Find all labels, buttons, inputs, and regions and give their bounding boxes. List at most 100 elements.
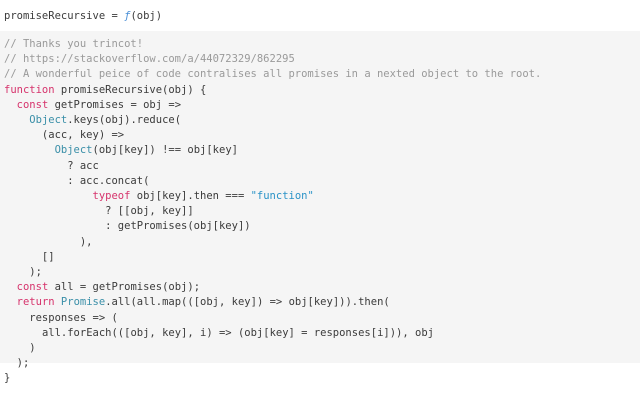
code-line: return Promise.all(all.map(([obj, key]) … [4, 295, 640, 310]
code-token-property: key [162, 190, 182, 203]
code-token-plain: (acc, key) => [4, 129, 125, 142]
code-token-function: responses [313, 326, 371, 339]
code-line: : acc.concat( [4, 174, 640, 189]
code-token-plain [4, 144, 55, 156]
code-token-plain: ); [4, 357, 30, 370]
code-token-function: all [136, 296, 156, 309]
code-token-variable: obj [98, 144, 118, 157]
code-line: const getPromises = obj => [4, 98, 640, 113]
code-line: (acc, key) => [4, 128, 640, 143]
code-token-keyword: function [4, 83, 55, 96]
code-token-plain: ( [92, 144, 99, 157]
code-token-plain [4, 281, 17, 293]
code-line: ? acc [4, 159, 640, 174]
code-line: ); [4, 265, 640, 280]
code-token-plain: } [4, 372, 11, 385]
code-token-plain: ]) !== [143, 144, 188, 157]
code-token-class: Object [54, 144, 93, 157]
code-line: ? [[obj, key]] [4, 204, 640, 219]
code-token-function: all [41, 326, 61, 339]
code-token-function: getPromises [117, 220, 188, 233]
code-block[interactable]: // Thanks you trincot!// https://stackov… [0, 31, 640, 384]
code-token-keyword: return [16, 296, 55, 309]
code-token-plain: all = [48, 281, 93, 294]
code-token-plain: ] = [288, 326, 314, 339]
code-token-plain: .map(([ [155, 296, 201, 309]
code-line: // Thanks you trincot! [4, 37, 640, 52]
code-token-property: key [212, 144, 232, 157]
code-token-plain: ( [187, 220, 194, 233]
code-token-plain: ])).then( [332, 296, 390, 309]
code-token-plain: [ [370, 326, 378, 339]
code-token-plain: ], i) => ( [181, 326, 245, 339]
code-token-class: Promise [60, 296, 106, 309]
code-token-plain: responses => ( [4, 311, 118, 324]
code-token-plain: : [4, 220, 118, 233]
code-token-variable: obj [415, 326, 434, 339]
code-line: all.forEach(([obj, key], i) => (obj[key]… [4, 326, 640, 341]
code-token-plain: : acc.concat( [4, 174, 150, 187]
code-line: [] [4, 250, 640, 265]
code-token-plain [4, 296, 17, 308]
code-line: ), [4, 235, 640, 250]
code-line: Object.keys(obj).reduce( [4, 113, 640, 128]
code-token-variable: obj [130, 326, 150, 339]
code-token-comment: // https://stackoverflow.com/a/44072329/… [4, 53, 295, 66]
code-token-property: key [231, 296, 251, 309]
code-token-plain: ? acc [4, 159, 99, 172]
code-token-variable: obj [168, 281, 188, 294]
code-token-plain: ).reduce( [124, 114, 182, 127]
code-token-plain: , [149, 326, 163, 339]
code-token-function: getPromises [92, 281, 163, 294]
code-line: : getPromises(obj[key]) [4, 219, 640, 234]
code-token-variable: obj [136, 190, 156, 203]
code-line: function promiseRecursive(obj) { [4, 83, 640, 98]
code-token-plain: .keys( [67, 114, 106, 127]
code-token-property: key [269, 326, 289, 339]
code-token-plain: .all( [105, 296, 137, 309]
code-token-variable: obj [187, 144, 207, 157]
signature-args: (obj) [130, 10, 163, 22]
code-line: typeof obj[key].then === "function" [4, 189, 640, 204]
code-token-comment: // A wonderful peice of code contralises… [4, 68, 542, 81]
code-token-plain: ]] [181, 205, 194, 218]
code-token-plain [4, 190, 93, 202]
code-token-keyword: typeof [92, 190, 131, 203]
code-token-property: key [162, 205, 182, 218]
code-token-plain: , [219, 296, 232, 309]
page-footer-space [0, 363, 640, 400]
code-line: const all = getPromises(obj); [4, 280, 640, 295]
code-token-plain: ), [4, 235, 93, 248]
code-token-plain: [ [117, 144, 125, 157]
code-token-keyword: const [16, 281, 49, 294]
code-token-plain: ? [[ [4, 205, 131, 218]
code-token-property: key [313, 296, 333, 309]
code-line: // https://stackoverflow.com/a/44072329/… [4, 52, 640, 67]
code-token-plain: ] [231, 144, 238, 157]
signature-function-name: promiseRecursive [4, 10, 106, 22]
code-token-variable: obj [244, 326, 264, 339]
code-token-property: key [218, 220, 238, 233]
code-line: } [4, 371, 640, 386]
code-token-property: i [377, 326, 384, 339]
signature-fn-glyph-icon: ƒ [124, 10, 131, 22]
code-token-property: key [124, 144, 144, 157]
code-line: ) [4, 341, 640, 356]
code-token-variable: obj [193, 220, 213, 233]
code-token-plain: ); [187, 281, 201, 294]
code-token-plain: ( [162, 281, 169, 294]
code-line: responses => ( [4, 311, 640, 326]
code-line: // A wonderful peice of code contralises… [4, 67, 640, 82]
code-token-plain: ].then === [181, 190, 251, 203]
code-token-plain: ]) => [250, 296, 289, 309]
code-token-plain: [ [155, 190, 163, 203]
code-line: ); [4, 356, 640, 371]
signature-equals: = [105, 10, 125, 22]
code-token-variable: obj [200, 296, 219, 309]
code-token-plain: [ [263, 326, 270, 339]
code-token-class: Object [29, 114, 68, 127]
code-token-plain: [] [4, 250, 55, 263]
function-signature: promiseRecursive = ƒ(obj) [4, 10, 640, 23]
code-token-plain [4, 327, 42, 339]
